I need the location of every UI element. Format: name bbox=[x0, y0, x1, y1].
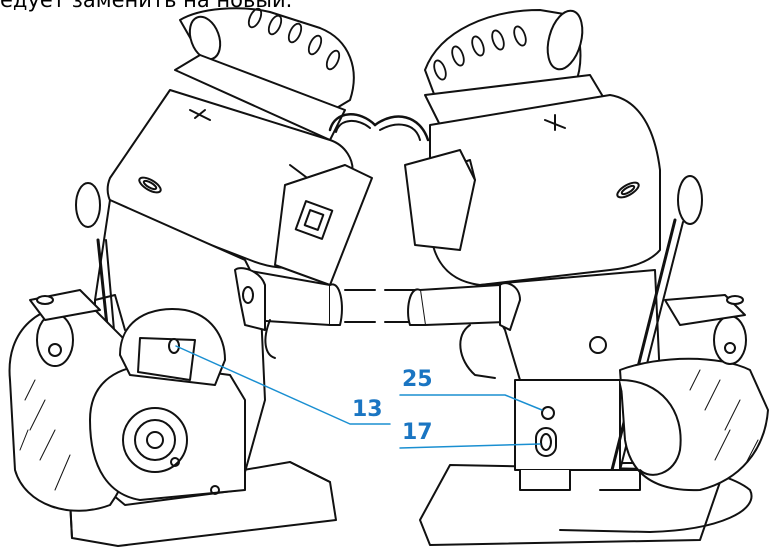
left-power-switch bbox=[294, 200, 334, 240]
right-lever bbox=[610, 218, 677, 472]
callout-lines bbox=[175, 345, 543, 449]
left-lever bbox=[96, 238, 110, 337]
right-arm bbox=[419, 284, 506, 326]
callout-line-17 bbox=[399, 443, 541, 449]
callout-label-17: 17 bbox=[402, 420, 433, 445]
left-guard-hatching bbox=[19, 379, 71, 491]
right-machine bbox=[373, 9, 769, 546]
right-cable bbox=[373, 115, 430, 142]
callout-line-25 bbox=[399, 394, 543, 411]
right-column bbox=[514, 379, 621, 471]
left-cable bbox=[328, 113, 377, 132]
right-guard-hatching bbox=[689, 369, 759, 466]
right-motor-body bbox=[429, 94, 661, 286]
left-machine bbox=[8, 7, 377, 547]
right-vent-slots bbox=[433, 25, 527, 81]
callout-label-25: 25 bbox=[402, 367, 433, 392]
right-roller bbox=[713, 315, 747, 365]
callout-label-13: 13 bbox=[352, 397, 383, 422]
right-adjust-knob-17 bbox=[535, 427, 557, 457]
left-roller bbox=[36, 313, 74, 367]
callout-line-13 bbox=[175, 345, 391, 425]
right-indicator-25 bbox=[541, 406, 555, 420]
left-adjust-knob bbox=[168, 338, 180, 354]
left-vent-slots bbox=[247, 7, 341, 71]
right-switch-box bbox=[404, 149, 476, 251]
center-axis-line bbox=[344, 289, 421, 323]
left-motor-endcap bbox=[179, 7, 355, 119]
